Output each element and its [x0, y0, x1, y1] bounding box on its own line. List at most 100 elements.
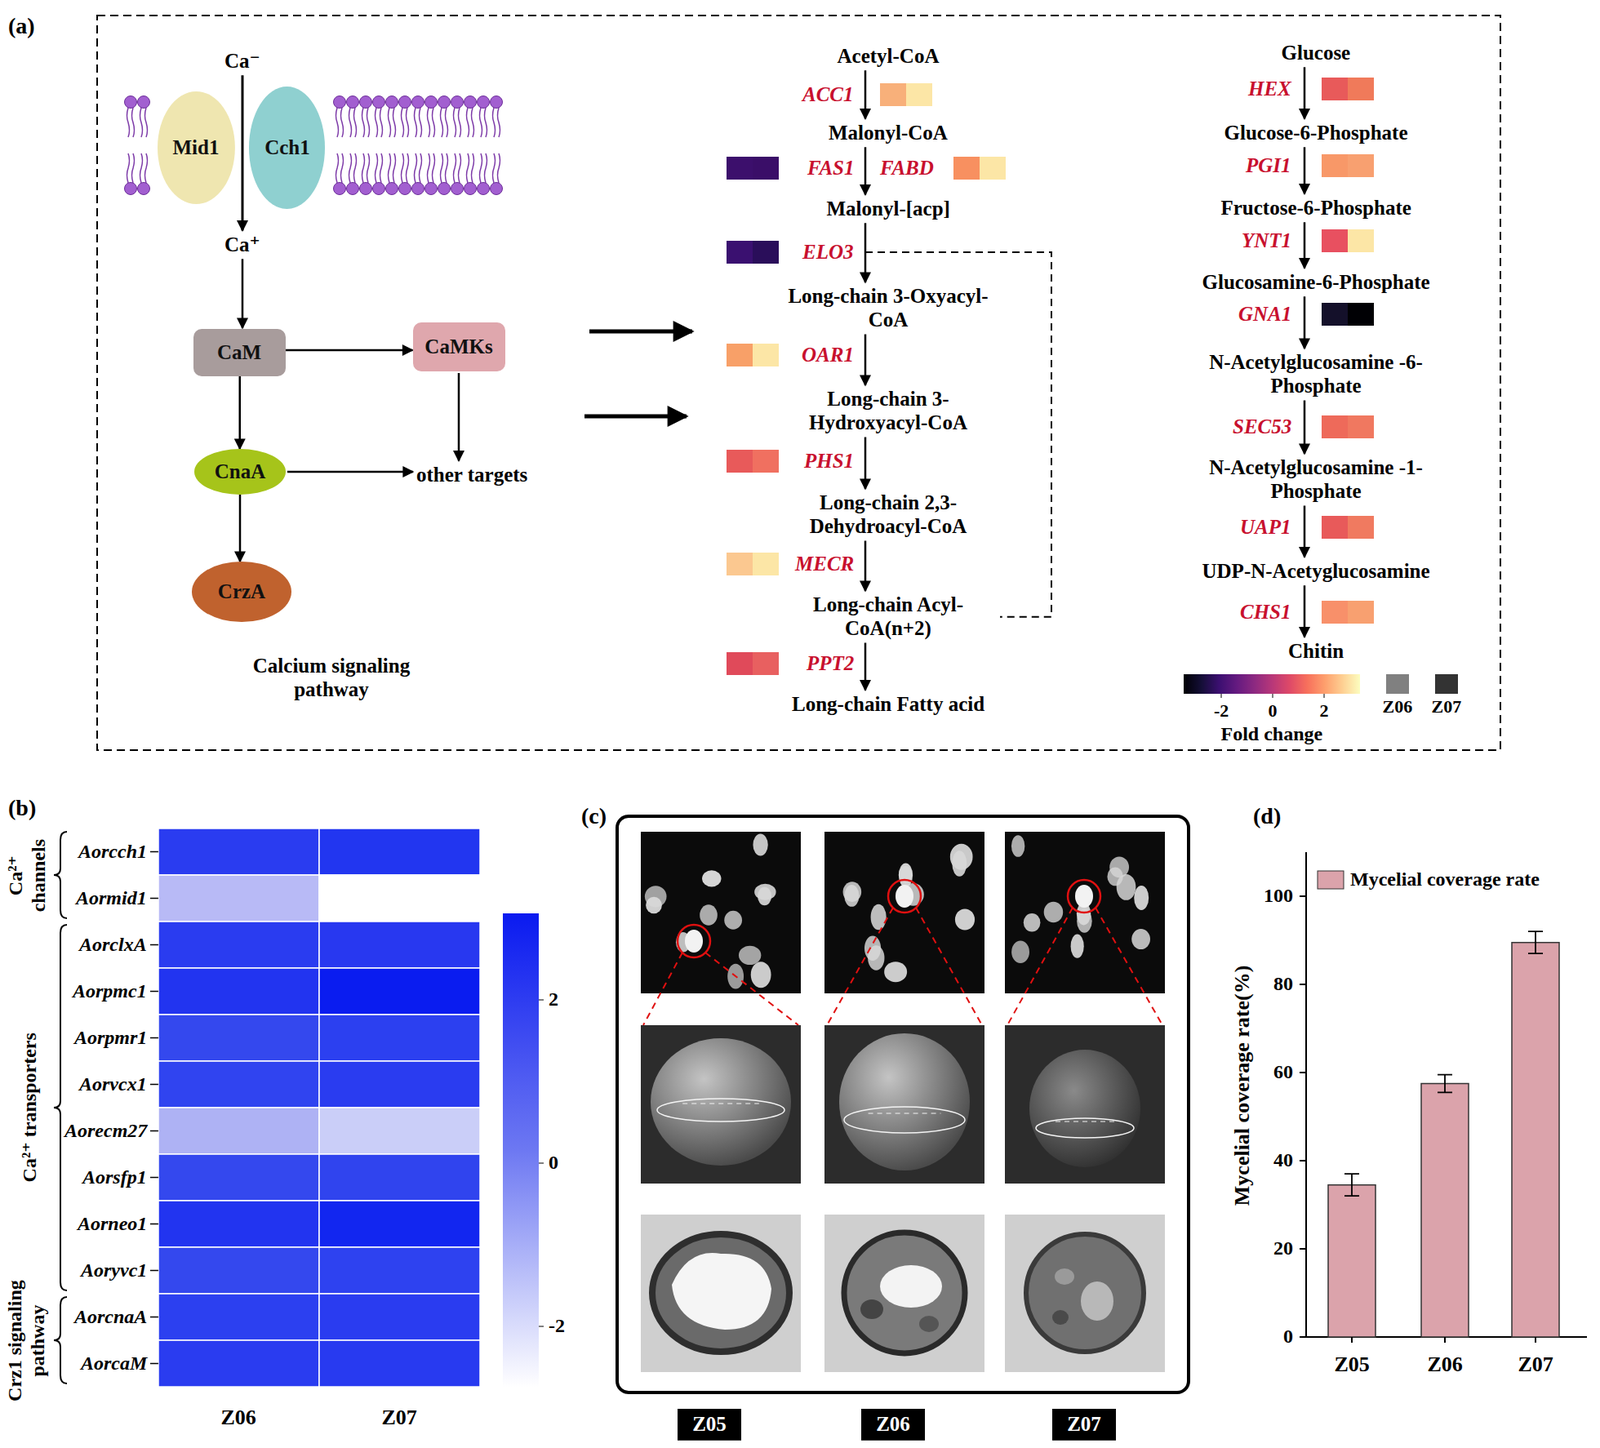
colorbar-tick: 0	[1268, 700, 1278, 721]
spore	[702, 870, 721, 887]
group-label: Ca²⁺ channels	[4, 832, 49, 919]
micrograph	[1004, 831, 1165, 994]
lipid-tail	[367, 107, 370, 138]
equator-ring	[844, 1106, 965, 1134]
metabolite-label: Glucosamine-6-Phosphate	[1202, 271, 1431, 295]
row-tick	[150, 1037, 159, 1040]
sample-tag: Z06	[861, 1408, 925, 1441]
reaction-arrow	[864, 70, 867, 119]
row-tick	[150, 1130, 159, 1133]
regulation-arrow	[589, 329, 693, 334]
colorbar-tick-mark	[538, 1326, 544, 1328]
lipid-tail	[145, 107, 148, 138]
gene-label: PHS1	[804, 449, 854, 474]
legend-swatch	[1386, 674, 1409, 694]
lipid-head	[386, 182, 399, 196]
axis-tick: 40	[1273, 1149, 1294, 1173]
lipid-tail	[453, 107, 457, 138]
panel-letter: (d)	[1253, 803, 1281, 830]
lipid-head	[346, 96, 360, 109]
spore	[644, 885, 667, 907]
protein-ellipse: CnaA	[194, 448, 286, 495]
lipid-tail	[414, 153, 418, 183]
group-label: Crz1 signaling pathway	[4, 1266, 49, 1414]
reaction-arrow	[1303, 146, 1307, 194]
fold-change-cell	[1347, 229, 1374, 253]
metabolite-label: Long-chain Acyl-CoA(n+2)	[781, 593, 996, 641]
axis-tick-mark	[1299, 1336, 1307, 1338]
fold-change-cell	[726, 552, 753, 576]
lipid-tail	[145, 153, 148, 183]
node-outline	[248, 86, 325, 209]
fold-change-cell	[1321, 229, 1348, 253]
lipid-head	[425, 182, 438, 196]
heatmap-cell	[319, 1200, 480, 1248]
metabolite-label: Acetyl-CoA	[837, 44, 940, 69]
organelle	[1080, 1281, 1114, 1321]
spore	[1023, 913, 1041, 932]
organelle	[1052, 1310, 1069, 1325]
legend-swatch	[1317, 871, 1344, 889]
lipid-head	[477, 96, 490, 109]
node-label: CaM	[217, 341, 262, 365]
heatmap-cell	[319, 875, 480, 922]
axis-tick-mark	[1351, 1337, 1353, 1343]
lipid-tail	[341, 153, 344, 183]
spore	[1044, 902, 1063, 924]
lipid-head	[360, 96, 373, 109]
heatmap-cell	[158, 1200, 320, 1248]
micrograph	[640, 831, 801, 994]
fold-change-cell	[1321, 415, 1348, 439]
gene-label: SEC53	[1232, 415, 1292, 440]
lipid-head	[399, 96, 412, 109]
lipid-head	[137, 96, 151, 109]
reaction-arrow	[1303, 400, 1307, 455]
sample-tag: Z05	[677, 1408, 742, 1441]
gene-label: MECR	[795, 552, 854, 577]
lipid-head	[346, 182, 360, 196]
lipid-head	[438, 96, 451, 109]
sample-tag: Z07	[1052, 1408, 1116, 1441]
legend-swatch	[1435, 674, 1458, 694]
heatmap-cell	[319, 1293, 480, 1341]
legend-text: Z06	[1382, 696, 1414, 717]
fold-change-cell	[1347, 515, 1374, 539]
lipid-tail	[341, 107, 344, 138]
metabolite-label: Long-chain 3-Hydroxyacyl-CoA	[781, 387, 996, 436]
lipid-tail	[458, 153, 462, 183]
category-label: Z06	[1427, 1352, 1463, 1378]
colorbar-tick: 2	[1320, 700, 1329, 721]
category-label: Z07	[1518, 1352, 1554, 1378]
protein-ellipse: CrzA	[191, 561, 292, 623]
row-tick	[150, 851, 159, 854]
lipid-tail	[127, 153, 130, 183]
spore	[895, 884, 914, 908]
pathway-arrow	[457, 373, 461, 462]
pathway-title: Calcium signaling pathway	[237, 654, 426, 703]
fold-change-cell	[752, 156, 779, 180]
reaction-arrow	[1303, 506, 1307, 558]
lipid-tail	[349, 107, 352, 138]
node-outline	[1052, 1408, 1116, 1441]
bar	[1328, 1185, 1376, 1338]
fold-change-cell	[1347, 154, 1374, 178]
micrograph	[824, 1025, 985, 1184]
spore	[844, 884, 859, 907]
axis-tick-mark	[1299, 1160, 1307, 1162]
fold-change-cell	[726, 240, 753, 264]
node-outline	[194, 448, 286, 495]
gene-label: ACC1	[802, 83, 854, 107]
vacuole	[880, 1265, 943, 1308]
reaction-arrow	[864, 437, 867, 490]
ion-arrow	[241, 75, 245, 231]
equator-ring	[1035, 1118, 1134, 1138]
zoom-line	[1095, 907, 1163, 1026]
lipid-tail	[466, 107, 470, 138]
lipid-head	[425, 96, 438, 109]
row-tick	[150, 944, 159, 947]
lipid-tail	[480, 107, 483, 138]
lipid-head	[333, 182, 347, 196]
signal-arrow	[239, 494, 242, 562]
gene-label: PPT2	[806, 652, 854, 676]
heatmap-cell	[319, 1154, 480, 1201]
